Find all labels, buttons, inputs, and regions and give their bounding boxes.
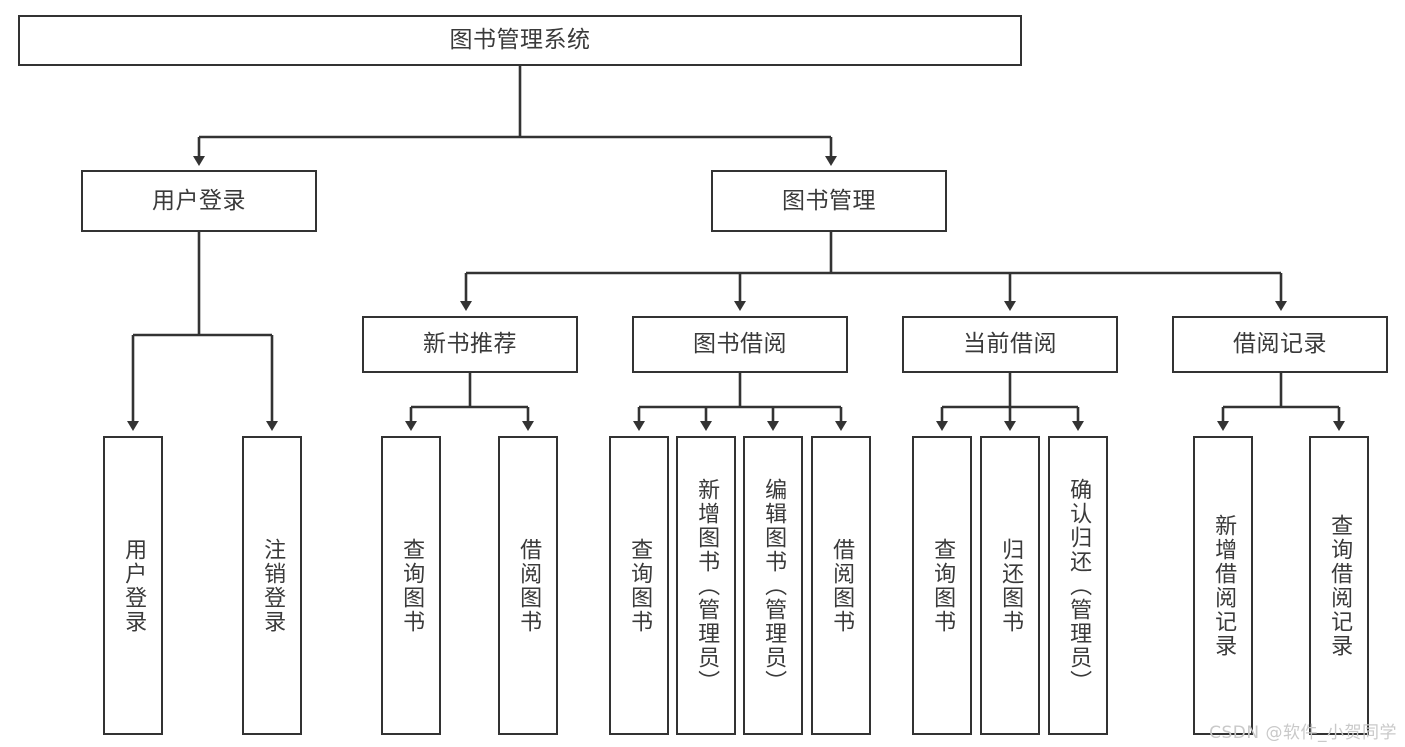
node-label: 图书管理系统 [449,27,591,54]
leaf-book-borrow-add[interactable]: 新增图书（管理员） [676,436,736,735]
leaf-current-borrow-return[interactable]: 归还图书 [980,436,1040,735]
node-label: 归还图书 [998,537,1024,634]
node-user-login[interactable]: 用户登录 [81,170,317,232]
leaf-user-login-login[interactable]: 用户登录 [103,436,163,735]
leaf-new-book-borrow[interactable]: 借阅图书 [498,436,558,735]
node-label: 用户登录 [121,537,147,634]
node-label: 图书借阅 [693,331,787,358]
node-label: 新书推荐 [423,331,517,358]
node-label: 查询借阅记录 [1327,513,1353,658]
node-current-borrow[interactable]: 当前借阅 [902,316,1118,373]
node-book-borrow[interactable]: 图书借阅 [632,316,848,373]
node-label: 新增借阅记录 [1211,513,1237,658]
leaf-new-book-query[interactable]: 查询图书 [381,436,441,735]
node-label: 编辑图书（管理员） [761,477,787,694]
leaf-borrow-record-add[interactable]: 新增借阅记录 [1193,436,1253,735]
node-label: 当前借阅 [963,331,1057,358]
leaf-current-borrow-query[interactable]: 查询图书 [912,436,972,735]
csdn-watermark: CSDN @软件_小贺同学 [1209,723,1397,743]
leaf-book-borrow-query[interactable]: 查询图书 [609,436,669,735]
node-label: 查询图书 [930,537,956,634]
leaf-book-borrow-borrow[interactable]: 借阅图书 [811,436,871,735]
leaf-current-borrow-confirm-return[interactable]: 确认归还（管理员） [1048,436,1108,735]
leaf-borrow-record-query[interactable]: 查询借阅记录 [1309,436,1369,735]
node-label: 用户登录 [152,187,246,214]
node-label: 查询图书 [627,537,653,634]
node-label: 确认归还（管理员） [1066,477,1092,694]
node-root-system[interactable]: 图书管理系统 [18,15,1022,66]
leaf-user-login-logout[interactable]: 注销登录 [242,436,302,735]
node-label: 新增图书（管理员） [694,477,720,694]
node-label: 图书管理 [782,187,876,214]
node-new-book-recommend[interactable]: 新书推荐 [362,316,578,373]
node-label: 借阅图书 [516,537,542,634]
node-label: 借阅图书 [829,537,855,634]
node-label: 查询图书 [399,537,425,634]
node-borrow-record[interactable]: 借阅记录 [1172,316,1388,373]
node-book-management[interactable]: 图书管理 [711,170,947,232]
node-label: 借阅记录 [1233,331,1327,358]
leaf-book-borrow-edit[interactable]: 编辑图书（管理员） [743,436,803,735]
node-label: 注销登录 [260,537,286,634]
